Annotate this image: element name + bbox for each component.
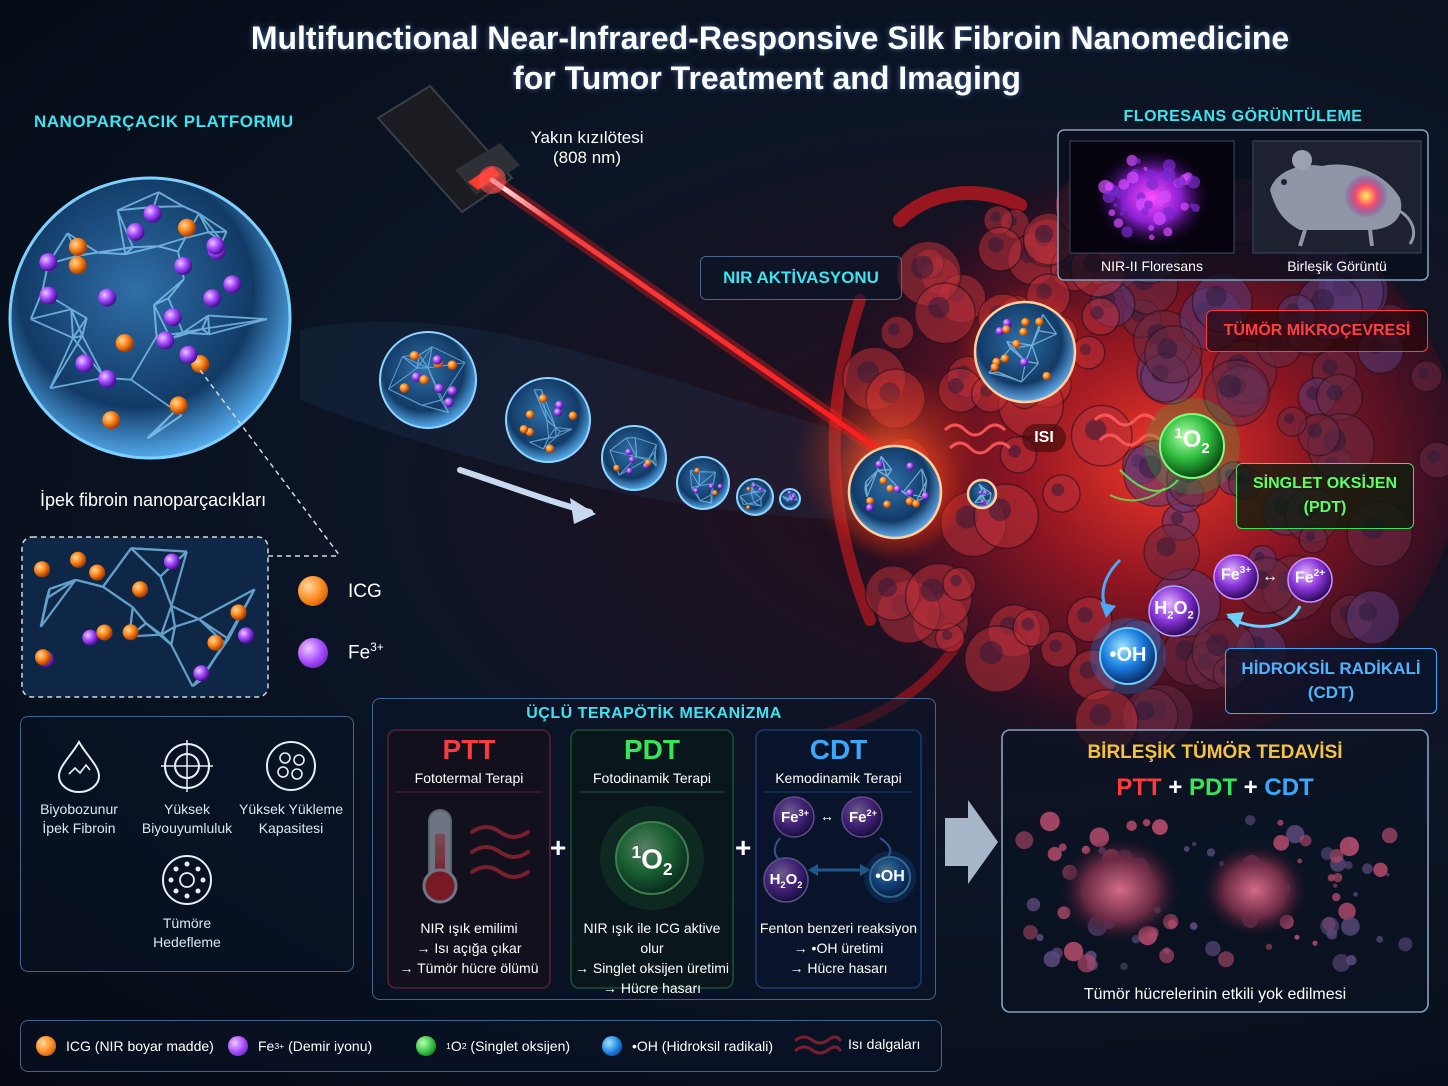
silk-drop-icon xyxy=(57,739,101,793)
icg-label: ICG xyxy=(348,581,382,602)
legend-panel xyxy=(20,1020,942,1072)
silk-fibroin-nanoparticle xyxy=(8,176,292,460)
result-arrow xyxy=(945,800,998,884)
fluorescence-heading: FLORESANS GÖRÜNTÜLEME xyxy=(1123,108,1363,125)
page-title: Multifunctional Near-Infrared-Responsive… xyxy=(250,20,1290,96)
combined-caption: Tümör hücrelerinin etkili yok edilmesi xyxy=(1083,986,1347,1003)
legend-icg: ICG (NIR boyar madde) xyxy=(36,1036,214,1056)
icg-dot-icon xyxy=(36,1036,56,1056)
fe2-formula: Fe2+ xyxy=(1295,568,1325,587)
nanoparticle-caption: İpek fibroin nanoparçacıkları xyxy=(40,490,267,510)
combined-heading: BİRLEŞİK TÜMÖR TEDAVİSİ xyxy=(1087,742,1343,763)
tumor-microenvironment-tag: TÜMÖR MİKROÇEVRESİ xyxy=(1206,310,1428,352)
loaded-particle-icon xyxy=(266,741,316,791)
singlet-oxygen-formula: 1O2 xyxy=(1174,426,1210,457)
nir2-fluorescence-label: NIR-II Floresans xyxy=(1101,258,1203,274)
cdt-fe3: Fe3+ xyxy=(780,808,810,826)
h2o2-formula: H2O2 xyxy=(1154,598,1194,622)
laser-label: Yakın kızılötesi (808 nm) xyxy=(530,128,644,167)
hydroxyl-formula: •OH xyxy=(1109,644,1147,666)
pdt-subtitle: Fotodinamik Terapi xyxy=(592,770,712,786)
plus-sign: + xyxy=(735,832,752,863)
exchange-arrow: ↔ xyxy=(1262,568,1278,585)
targeting-icon xyxy=(162,855,212,905)
heat-label: ISI xyxy=(1022,424,1066,452)
mechanism-panel xyxy=(372,698,936,1000)
pdt-description: NIR ışık ile ICG aktive olur→ Singlet ok… xyxy=(574,920,730,996)
singlet-oxygen-molecule xyxy=(1144,398,1240,494)
pdt-title: PDT xyxy=(624,734,680,765)
legend-hydroxyl: •OH (Hidroksil radikali) xyxy=(602,1036,773,1056)
cdt-oh: •OH xyxy=(875,868,905,885)
merged-image-label: Birleşik Görüntü xyxy=(1287,258,1387,274)
oxygen-dot-icon xyxy=(416,1036,436,1056)
hydroxyl-dot-icon xyxy=(602,1036,622,1056)
singlet-oxygen-tag: SİNGLET OKSİJEN (PDT) xyxy=(1236,463,1414,529)
ptt-title: PTT xyxy=(442,734,496,765)
plus-sign: + xyxy=(550,832,567,863)
pdt-o2-formula: 1O2 xyxy=(631,842,673,879)
target-cell-icon xyxy=(161,740,213,792)
cdt-panel: CDT Kemodinamik Terapi Fe3+ ↔ Fe2+ H2O2 … xyxy=(756,730,921,988)
fe3-formula: Fe3+ xyxy=(1221,565,1251,584)
pdt-panel: PDT Fotodinamik Terapi 1O2 NIR ışık ile … xyxy=(571,730,733,996)
ptt-description: NIR ışık emilimi→ Isı açığa çıkar→ Tümör… xyxy=(399,920,539,976)
cdt-description: Fenton benzeri reaksiyon→ •OH üretimi→ H… xyxy=(759,920,918,976)
fe-label: Fe3+ xyxy=(348,641,384,664)
cdt-subtitle: Kemodinamik Terapi xyxy=(775,770,902,786)
cdt-fe2: Fe2+ xyxy=(848,808,878,826)
combined-therapies: PTT + PDT + CDT xyxy=(1116,774,1314,801)
fibroin-network-inset xyxy=(21,536,269,698)
platform-heading: NANOPARÇACIK PLATFORMU xyxy=(34,112,294,131)
mechanism-heading: ÜÇLÜ TERAPÖTİK MEKANİZMA xyxy=(526,705,782,722)
fe-dot-icon xyxy=(228,1036,248,1056)
icg-dot-icon xyxy=(298,576,328,606)
ptt-panel: PTT Fototermal Terapi NIR ışık emilimi→ … xyxy=(388,730,550,988)
hydroxyl-radical-tag: HİDROKSİL RADİKALİ (CDT) xyxy=(1225,648,1437,714)
cdt-title: CDT xyxy=(809,734,868,765)
cdt-exchange-arrow: ↔ xyxy=(820,808,834,824)
cdt-h2o2: H2O2 xyxy=(769,871,803,890)
nir-activation-tag: NIR AKTİVASYONU xyxy=(700,256,902,300)
legend-heat: Isı dalgaları xyxy=(848,1036,921,1052)
fe-dot-icon xyxy=(298,638,328,668)
ptt-subtitle: Fototermal Terapi xyxy=(414,770,524,786)
